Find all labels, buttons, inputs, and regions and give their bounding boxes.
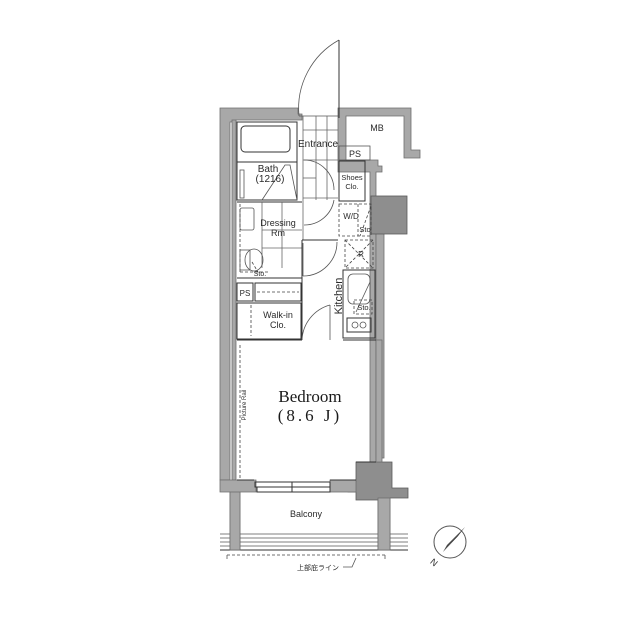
eave-line-label: 上部庇ライン <box>297 563 339 572</box>
mb-ps-shoes: MB PS Shoes Clo. <box>338 123 384 202</box>
walls <box>219 107 421 551</box>
toilet-sto-label: Sto. <box>254 271 267 278</box>
fridge-label: R <box>358 250 364 259</box>
bath-label: Bath <box>258 164 279 175</box>
wd-sto-label: Sto <box>359 225 370 234</box>
walkin-label: Walk-in <box>263 310 293 320</box>
shoes-label: Shoes <box>341 173 363 182</box>
dressing-room: Dressing Rm Sto. <box>237 201 302 279</box>
kitchen-sto-label: Sto. <box>357 303 370 312</box>
mb-label: MB <box>370 123 384 133</box>
fridge: R <box>344 239 374 269</box>
balcony-label: Balcony <box>290 509 323 519</box>
ps-top-label: PS <box>349 149 361 159</box>
balcony-window <box>254 481 331 493</box>
north-arrow-icon: N <box>428 525 467 568</box>
ps-mid-label: PS <box>240 289 251 298</box>
walk-in-closet: PS Walk-in Clo. <box>236 282 302 340</box>
bedroom-size-label: (8.6 J) <box>278 406 342 425</box>
bedroom-label: Bedroom <box>278 387 341 406</box>
kitchen: Sto. Kitchen <box>333 269 376 339</box>
bath: Bath (1216) <box>236 121 298 201</box>
bedroom: Picture Rail Bedroom (8.6 J) <box>237 339 376 481</box>
washer-dryer: W/D Sto <box>338 203 372 237</box>
entrance-door <box>298 39 340 118</box>
picture-rail-label: Picture Rail <box>242 390 248 421</box>
wd-label: W/D <box>343 212 359 221</box>
shoes-clo-label: Clo. <box>345 182 358 191</box>
bath-size-label: (1216) <box>256 174 285 185</box>
dressing-label: Dressing <box>260 218 296 228</box>
north-label: N <box>428 556 439 568</box>
kitchen-label: Kitchen <box>333 278 345 315</box>
entrance-area: Entrance <box>298 116 338 240</box>
balcony: Balcony 上部庇ライン <box>220 491 408 572</box>
walkin-clo-label: Clo. <box>270 320 286 330</box>
hall-door <box>301 239 338 341</box>
dressing-rm-label: Rm <box>271 228 285 238</box>
entrance-label: Entrance <box>298 139 338 150</box>
